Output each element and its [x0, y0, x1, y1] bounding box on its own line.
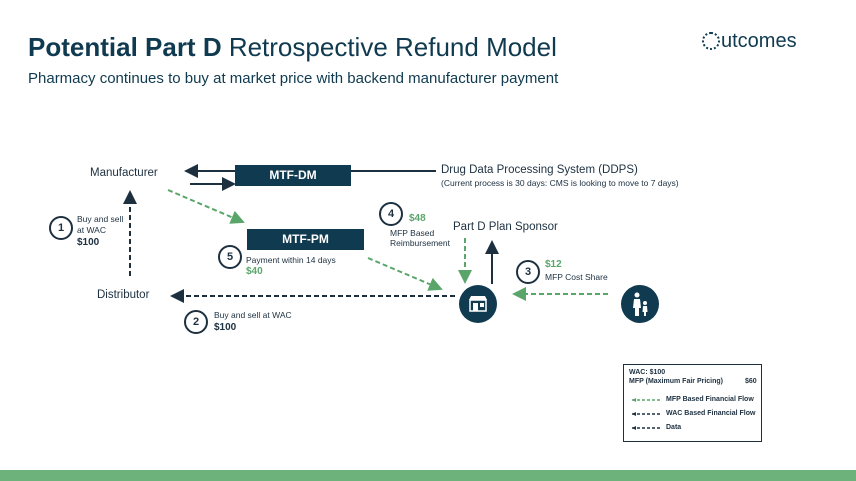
legend-line-samples: [632, 398, 662, 430]
page-subtitle: Pharmacy continues to buy at market pric…: [28, 70, 559, 87]
step-2-circle: 2: [184, 310, 208, 334]
mfp-arrow-mtfpm-to-pharmacy: [367, 257, 443, 291]
step-4-amount: $48: [409, 213, 426, 224]
step-4-text-line2: Reimbursement: [390, 238, 450, 248]
ddps-note: (Current process is 30 days: CMS is look…: [441, 178, 679, 188]
mfp-arrow-manufacturer-to-mtfpm: [167, 189, 245, 224]
manufacturer-label: Manufacturer: [90, 167, 158, 179]
legend-item-data: Data: [666, 424, 682, 431]
legend-item-wac-flow: WAC Based Financial Flow: [666, 410, 756, 417]
outcomes-logo-icon: [702, 32, 720, 50]
step-5-text: Payment within 14 days: [246, 255, 336, 265]
legend-mfp-value: $60: [745, 378, 757, 385]
pharmacy-icon: [458, 284, 498, 324]
step-5-circle: 5: [218, 245, 242, 269]
distributor-label: Distributor: [97, 289, 150, 301]
step-1-text-line1: Buy and sell: [77, 214, 124, 224]
step-3-text: MFP Cost Share: [545, 272, 608, 282]
legend-item-mfp-flow: MFP Based Financial Flow: [666, 396, 754, 403]
step-1-text-line2: at WAC: [77, 225, 106, 235]
mtf-pm-box: MTF-PM: [247, 229, 364, 250]
outcomes-logo: utcomes: [702, 30, 797, 53]
step-4-circle: 4: [379, 202, 403, 226]
plan-sponsor-label: Part D Plan Sponsor: [453, 221, 558, 233]
legend-wac: WAC: $100: [629, 369, 666, 376]
mtf-dm-box: MTF-DM: [235, 165, 351, 186]
ddps-label: Drug Data Processing System (DDPS): [441, 164, 638, 176]
step-2-amount: $100: [214, 322, 237, 333]
step-3-circle: 3: [516, 260, 540, 284]
patient-icon: [620, 284, 660, 324]
footer-bar: [0, 470, 856, 481]
page-title: Potential Part D Retrospective Refund Mo…: [28, 32, 557, 62]
step-1-circle: 1: [49, 216, 73, 240]
step-5-amount: $40: [246, 266, 263, 277]
step-2-text: Buy and sell at WAC: [214, 310, 292, 320]
legend-box: WAC: $100 MFP (Maximum Fair Pricing) $60…: [623, 364, 762, 442]
step-3-amount: $12: [545, 259, 562, 270]
step-4-text-line1: MFP Based: [390, 228, 435, 238]
legend-mfp: MFP (Maximum Fair Pricing): [629, 378, 724, 385]
step-1-amount: $100: [77, 237, 100, 248]
